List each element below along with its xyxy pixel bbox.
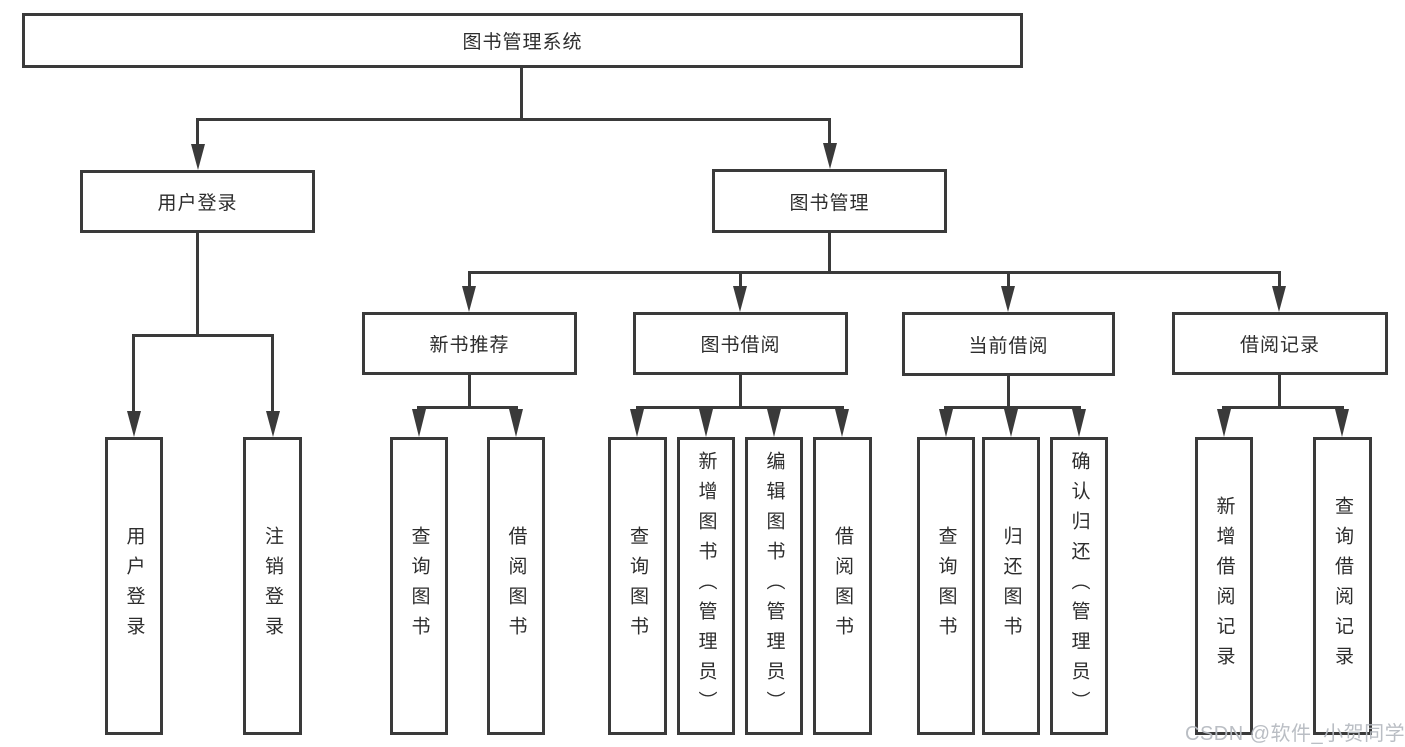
node-label: 用户登录 [157,193,238,214]
connector-line [739,375,742,409]
connector-line [1222,406,1344,409]
arrow-down-icon [1217,409,1231,437]
connector-line [636,406,844,409]
leaf-label: 查询图书 [935,526,957,646]
connector-line [196,233,199,334]
node-current-borrowing: 当前借阅 [902,312,1115,376]
leaf-query-books-recommend: 查询图书 [390,437,448,735]
node-label: 当前借阅 [968,335,1049,357]
connector-line [1007,376,1010,408]
arrow-down-icon [1001,286,1015,312]
connector-line [197,118,831,121]
node-label: 图书借阅 [700,335,781,356]
connector-line [828,233,831,273]
node-book-borrowing: 图书借阅 [633,312,848,375]
leaf-label: 借阅图书 [505,526,527,646]
arrow-down-icon [939,409,953,437]
leaf-borrow-books-borrowing: 借阅图书 [813,437,872,735]
connector-line [132,334,274,337]
node-label: 新书推荐 [429,335,510,356]
leaf-user-login: 用户登录 [105,437,163,735]
leaf-label: 归还图书 [1000,526,1022,646]
arrow-down-icon [1004,409,1018,437]
connector-line [1278,271,1281,288]
leaf-query-books-borrowing: 查询图书 [608,437,667,735]
leaf-add-book-admin: 新增图书（管理员） [677,437,735,735]
arrow-down-icon [412,409,426,437]
node-library-system: 图书管理系统 [22,13,1023,68]
arrow-down-icon [699,409,713,437]
leaf-label: 查询借阅记录 [1332,496,1353,676]
arrow-down-icon [1072,409,1086,437]
leaf-confirm-return-admin: 确认归还（管理员） [1050,437,1108,735]
leaf-label: 查询图书 [408,526,430,646]
arrow-down-icon [1272,286,1286,312]
connector-line [417,406,518,409]
leaf-label: 确认归还（管理员） [1068,451,1090,721]
leaf-label: 注销登录 [262,526,283,646]
leaf-label: 借阅图书 [832,526,853,646]
leaf-label: 查询图书 [627,526,648,646]
arrow-down-icon [733,286,747,312]
connector-line [468,375,471,409]
arrow-down-icon [127,411,141,437]
arrow-down-icon [1335,409,1349,437]
connector-line [739,271,742,288]
connector-line [1278,375,1281,409]
leaf-edit-book-admin: 编辑图书（管理员） [745,437,803,735]
arrow-down-icon [462,286,476,312]
arrow-down-icon [509,409,523,437]
csdn-watermark: CSDN @软件_小贺同学 [1185,723,1405,745]
leaf-label: 用户登录 [123,526,145,646]
leaf-label: 新增图书（管理员） [695,451,717,721]
arrow-down-icon [823,143,837,169]
node-user-login: 用户登录 [80,170,315,233]
connector-line [944,406,1081,409]
connector-line [520,68,523,118]
node-label: 图书管理系统 [462,32,583,53]
leaf-logout: 注销登录 [243,437,302,735]
leaf-borrow-books-recommend: 借阅图书 [487,437,545,735]
arrow-down-icon [835,409,849,437]
connector-line [132,334,135,411]
leaf-query-borrow-record: 查询借阅记录 [1313,437,1372,735]
leaf-add-borrow-record: 新增借阅记录 [1195,437,1253,735]
connector-line [468,271,471,288]
connector-line [271,334,274,411]
connector-line [196,118,199,146]
connector-line [468,271,1281,274]
node-new-book-recommend: 新书推荐 [362,312,577,375]
node-borrow-records: 借阅记录 [1172,312,1388,375]
node-label: 图书管理 [789,192,870,214]
arrow-down-icon [630,409,644,437]
arrow-down-icon [266,411,280,437]
node-label: 借阅记录 [1239,335,1320,356]
connector-line [1007,271,1010,288]
arrow-down-icon [767,409,781,437]
leaf-label: 编辑图书（管理员） [763,451,785,721]
leaf-label: 新增借阅记录 [1213,496,1235,676]
leaf-return-books: 归还图书 [982,437,1040,735]
leaf-query-books-current: 查询图书 [917,437,975,735]
node-book-management: 图书管理 [712,169,947,233]
connector-line [828,118,831,146]
arrow-down-icon [191,144,205,170]
